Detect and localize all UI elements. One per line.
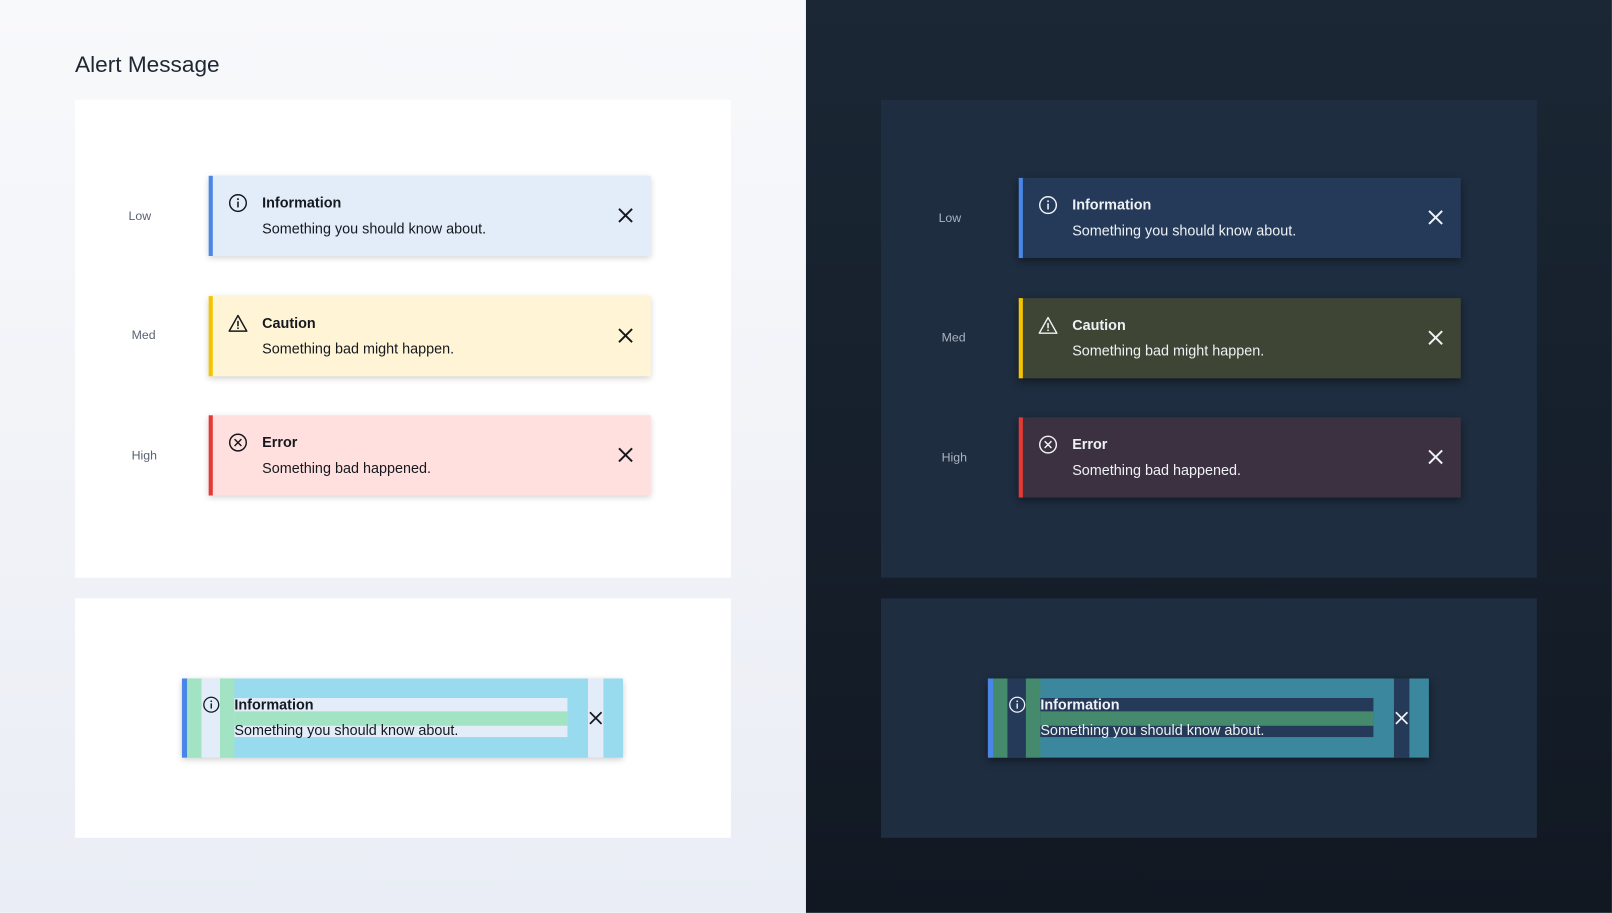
close-icon[interactable] — [617, 207, 634, 224]
dark-alerts-card: Low Med High Information Something you s… — [880, 99, 1537, 578]
alert-caution: Caution Something bad might happen. — [208, 296, 651, 377]
level-label-low: Low — [938, 210, 962, 226]
dark-spacing-spec-card: Information Something you should know ab… — [880, 598, 1537, 838]
alert-title: Error — [1072, 435, 1108, 453]
alert-message: Something bad might happen. — [1072, 342, 1265, 359]
close-icon[interactable] — [617, 446, 634, 463]
alert-message: Something you should know about. — [234, 721, 459, 739]
alert-title: Information — [1072, 196, 1152, 213]
warning-triangle-icon — [228, 314, 248, 332]
alert-title: Information — [234, 695, 314, 713]
close-icon[interactable] — [1427, 448, 1444, 465]
warning-triangle-icon — [1038, 316, 1058, 334]
info-circle-icon — [203, 696, 220, 713]
spacing-spec-alert: Information Something you should know ab… — [987, 678, 1429, 758]
alert-title: Caution — [1072, 316, 1126, 334]
alert-title: Information — [262, 194, 342, 211]
light-spacing-spec-card: Information Something you should know ab… — [75, 598, 731, 838]
level-label-med: Med — [941, 329, 966, 345]
alert-title: Error — [262, 433, 298, 451]
alert-title: Information — [1040, 695, 1120, 713]
level-label-med: Med — [131, 327, 156, 343]
info-circle-icon — [1039, 196, 1058, 215]
close-icon[interactable] — [588, 710, 603, 725]
level-label-low: Low — [128, 208, 152, 224]
alert-message: Something bad happened. — [262, 459, 431, 476]
close-icon[interactable] — [1427, 209, 1444, 226]
alert-information: Information Something you should know ab… — [208, 175, 651, 256]
close-icon[interactable] — [1394, 710, 1409, 725]
dark-theme-panel: Low Med High Information Something you s… — [805, 0, 1612, 913]
alert-message: Something bad might happen. — [262, 340, 455, 357]
alert-caution: Caution Something bad might happen. — [1018, 298, 1461, 379]
light-theme-panel: Alert Message Low Med High Information S… — [0, 0, 806, 913]
level-label-high: High — [131, 448, 157, 463]
alert-information: Information Something you should know ab… — [1018, 177, 1461, 259]
alert-error: Error Something bad happened. — [1018, 417, 1461, 498]
close-icon[interactable] — [617, 327, 634, 344]
info-circle-icon — [1009, 696, 1026, 713]
page-title: Alert Message — [75, 51, 220, 78]
alert-message: Something you should know about. — [262, 219, 487, 237]
alert-message: Something bad happened. — [1072, 461, 1242, 479]
error-circle-x-icon — [1039, 435, 1058, 454]
alert-message: Something you should know about. — [1072, 222, 1297, 239]
close-icon[interactable] — [1427, 329, 1444, 346]
light-alerts-card: Low Med High Information Something you s… — [75, 99, 731, 578]
level-label-high: High — [941, 450, 968, 465]
spacing-spec-alert: Information Something you should know ab… — [181, 678, 623, 758]
error-circle-x-icon — [228, 433, 248, 452]
alert-error: Error Something bad happened. — [208, 415, 651, 496]
alert-title: Caution — [262, 314, 316, 332]
info-circle-icon — [228, 193, 248, 213]
alert-message: Something you should know about. — [1040, 721, 1265, 739]
